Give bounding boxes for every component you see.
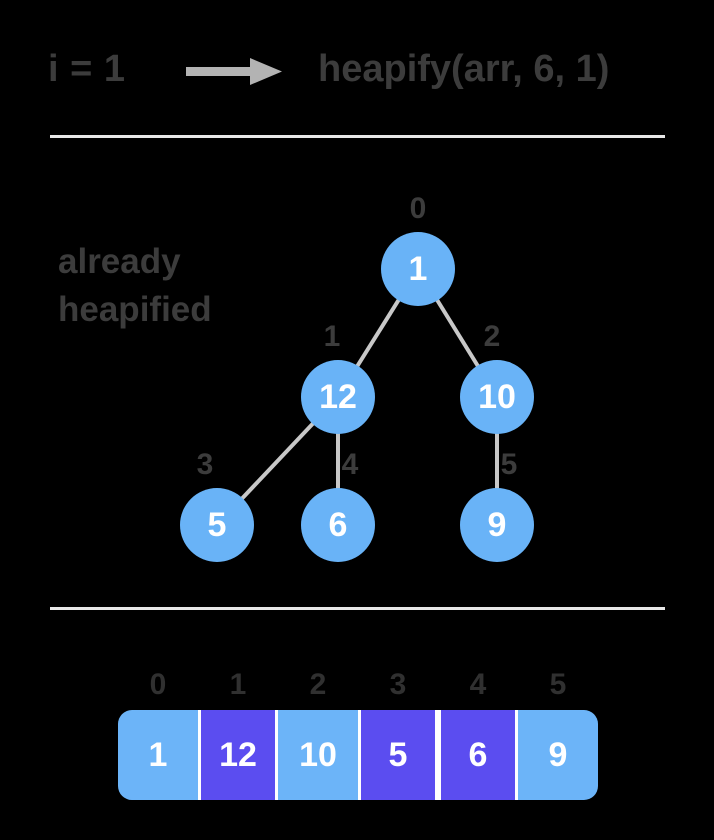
tree-node-5[interactable]: 9 — [460, 488, 534, 562]
array-cell-3[interactable]: 5 — [358, 710, 438, 800]
tree-node-3[interactable]: 5 — [180, 488, 254, 562]
already-heapified-note: already heapified — [58, 238, 288, 334]
tree-node-index-5: 5 — [500, 448, 518, 481]
divider-bottom — [50, 607, 665, 610]
heapify-call-label: heapify(arr, 6, 1) — [318, 48, 610, 90]
array-index-4: 4 — [469, 668, 487, 701]
note-line-2: heapified — [58, 290, 212, 329]
tree-node-1[interactable]: 12 — [301, 360, 375, 434]
array-visualization: 0 1 2 3 4 5 1 12 10 5 6 9 — [0, 660, 714, 820]
tree-node-index-3: 3 — [196, 448, 214, 481]
divider-top — [50, 135, 665, 138]
tree-node-0[interactable]: 1 — [381, 232, 455, 306]
array-index-1: 1 — [229, 668, 247, 701]
tree-node-4[interactable]: 6 — [301, 488, 375, 562]
note-line-1: already — [58, 242, 181, 281]
array-cell-2[interactable]: 10 — [299, 735, 337, 774]
array-index-3: 3 — [389, 668, 407, 701]
tree-node-index-1: 1 — [323, 320, 341, 353]
iteration-label: i = 1 — [48, 48, 126, 90]
tree-node-2[interactable]: 10 — [460, 360, 534, 434]
header-bar: i = 1 heapify(arr, 6, 1) — [0, 44, 714, 112]
tree-node-index-2: 2 — [483, 320, 501, 353]
array-index-5: 5 — [549, 668, 567, 701]
array-cell-4[interactable]: 6 — [438, 710, 518, 800]
array-index-row: 0 1 2 3 4 5 — [118, 668, 598, 702]
right-arrow-icon — [186, 58, 282, 85]
array-index-2: 2 — [309, 668, 327, 701]
array-cell-0[interactable]: 1 — [148, 735, 168, 774]
tree-node-index-4: 4 — [341, 448, 359, 481]
array-cell-row: 1 12 10 5 6 9 — [118, 710, 598, 800]
array-index-0: 0 — [149, 668, 167, 701]
tree-node-index-0: 0 — [409, 192, 427, 225]
array-cell-5[interactable]: 9 — [548, 735, 568, 774]
array-cell-1[interactable]: 12 — [198, 710, 278, 800]
tree-visualization: already heapified 0 1 2 3 4 5 1 12 10 5 … — [0, 150, 714, 605]
